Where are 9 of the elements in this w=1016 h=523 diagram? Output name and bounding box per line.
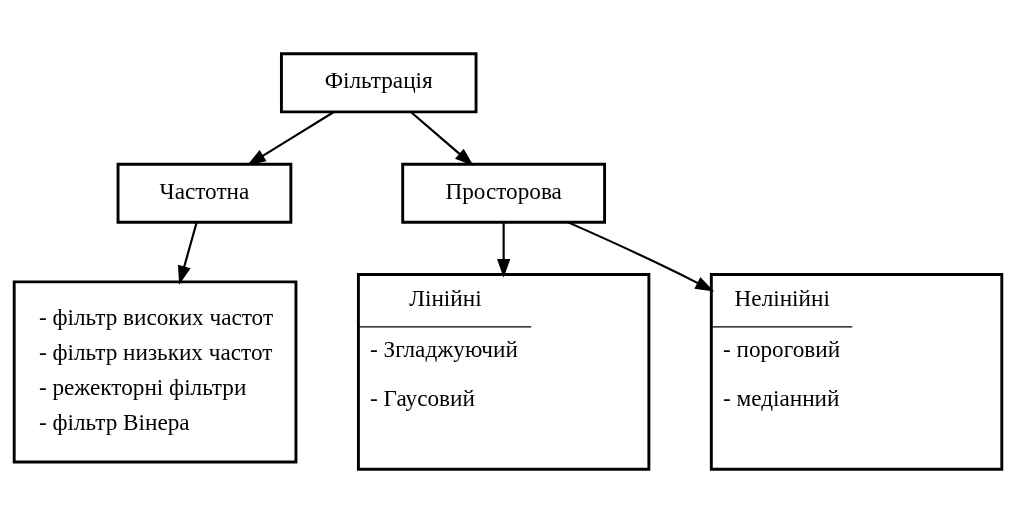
arrow <box>410 111 474 166</box>
arrow <box>247 111 335 166</box>
arrow <box>497 222 511 278</box>
arrow <box>177 222 198 285</box>
node-box: Частотна <box>116 162 293 224</box>
node-box: Просторова <box>401 162 607 224</box>
arrow <box>567 221 715 292</box>
node-box: Фільтрація <box>280 52 478 114</box>
node-box: - фільтр високих частот - фільтр низьких частот - режекторні фільтри - фільтр Вінера <box>12 280 298 464</box>
